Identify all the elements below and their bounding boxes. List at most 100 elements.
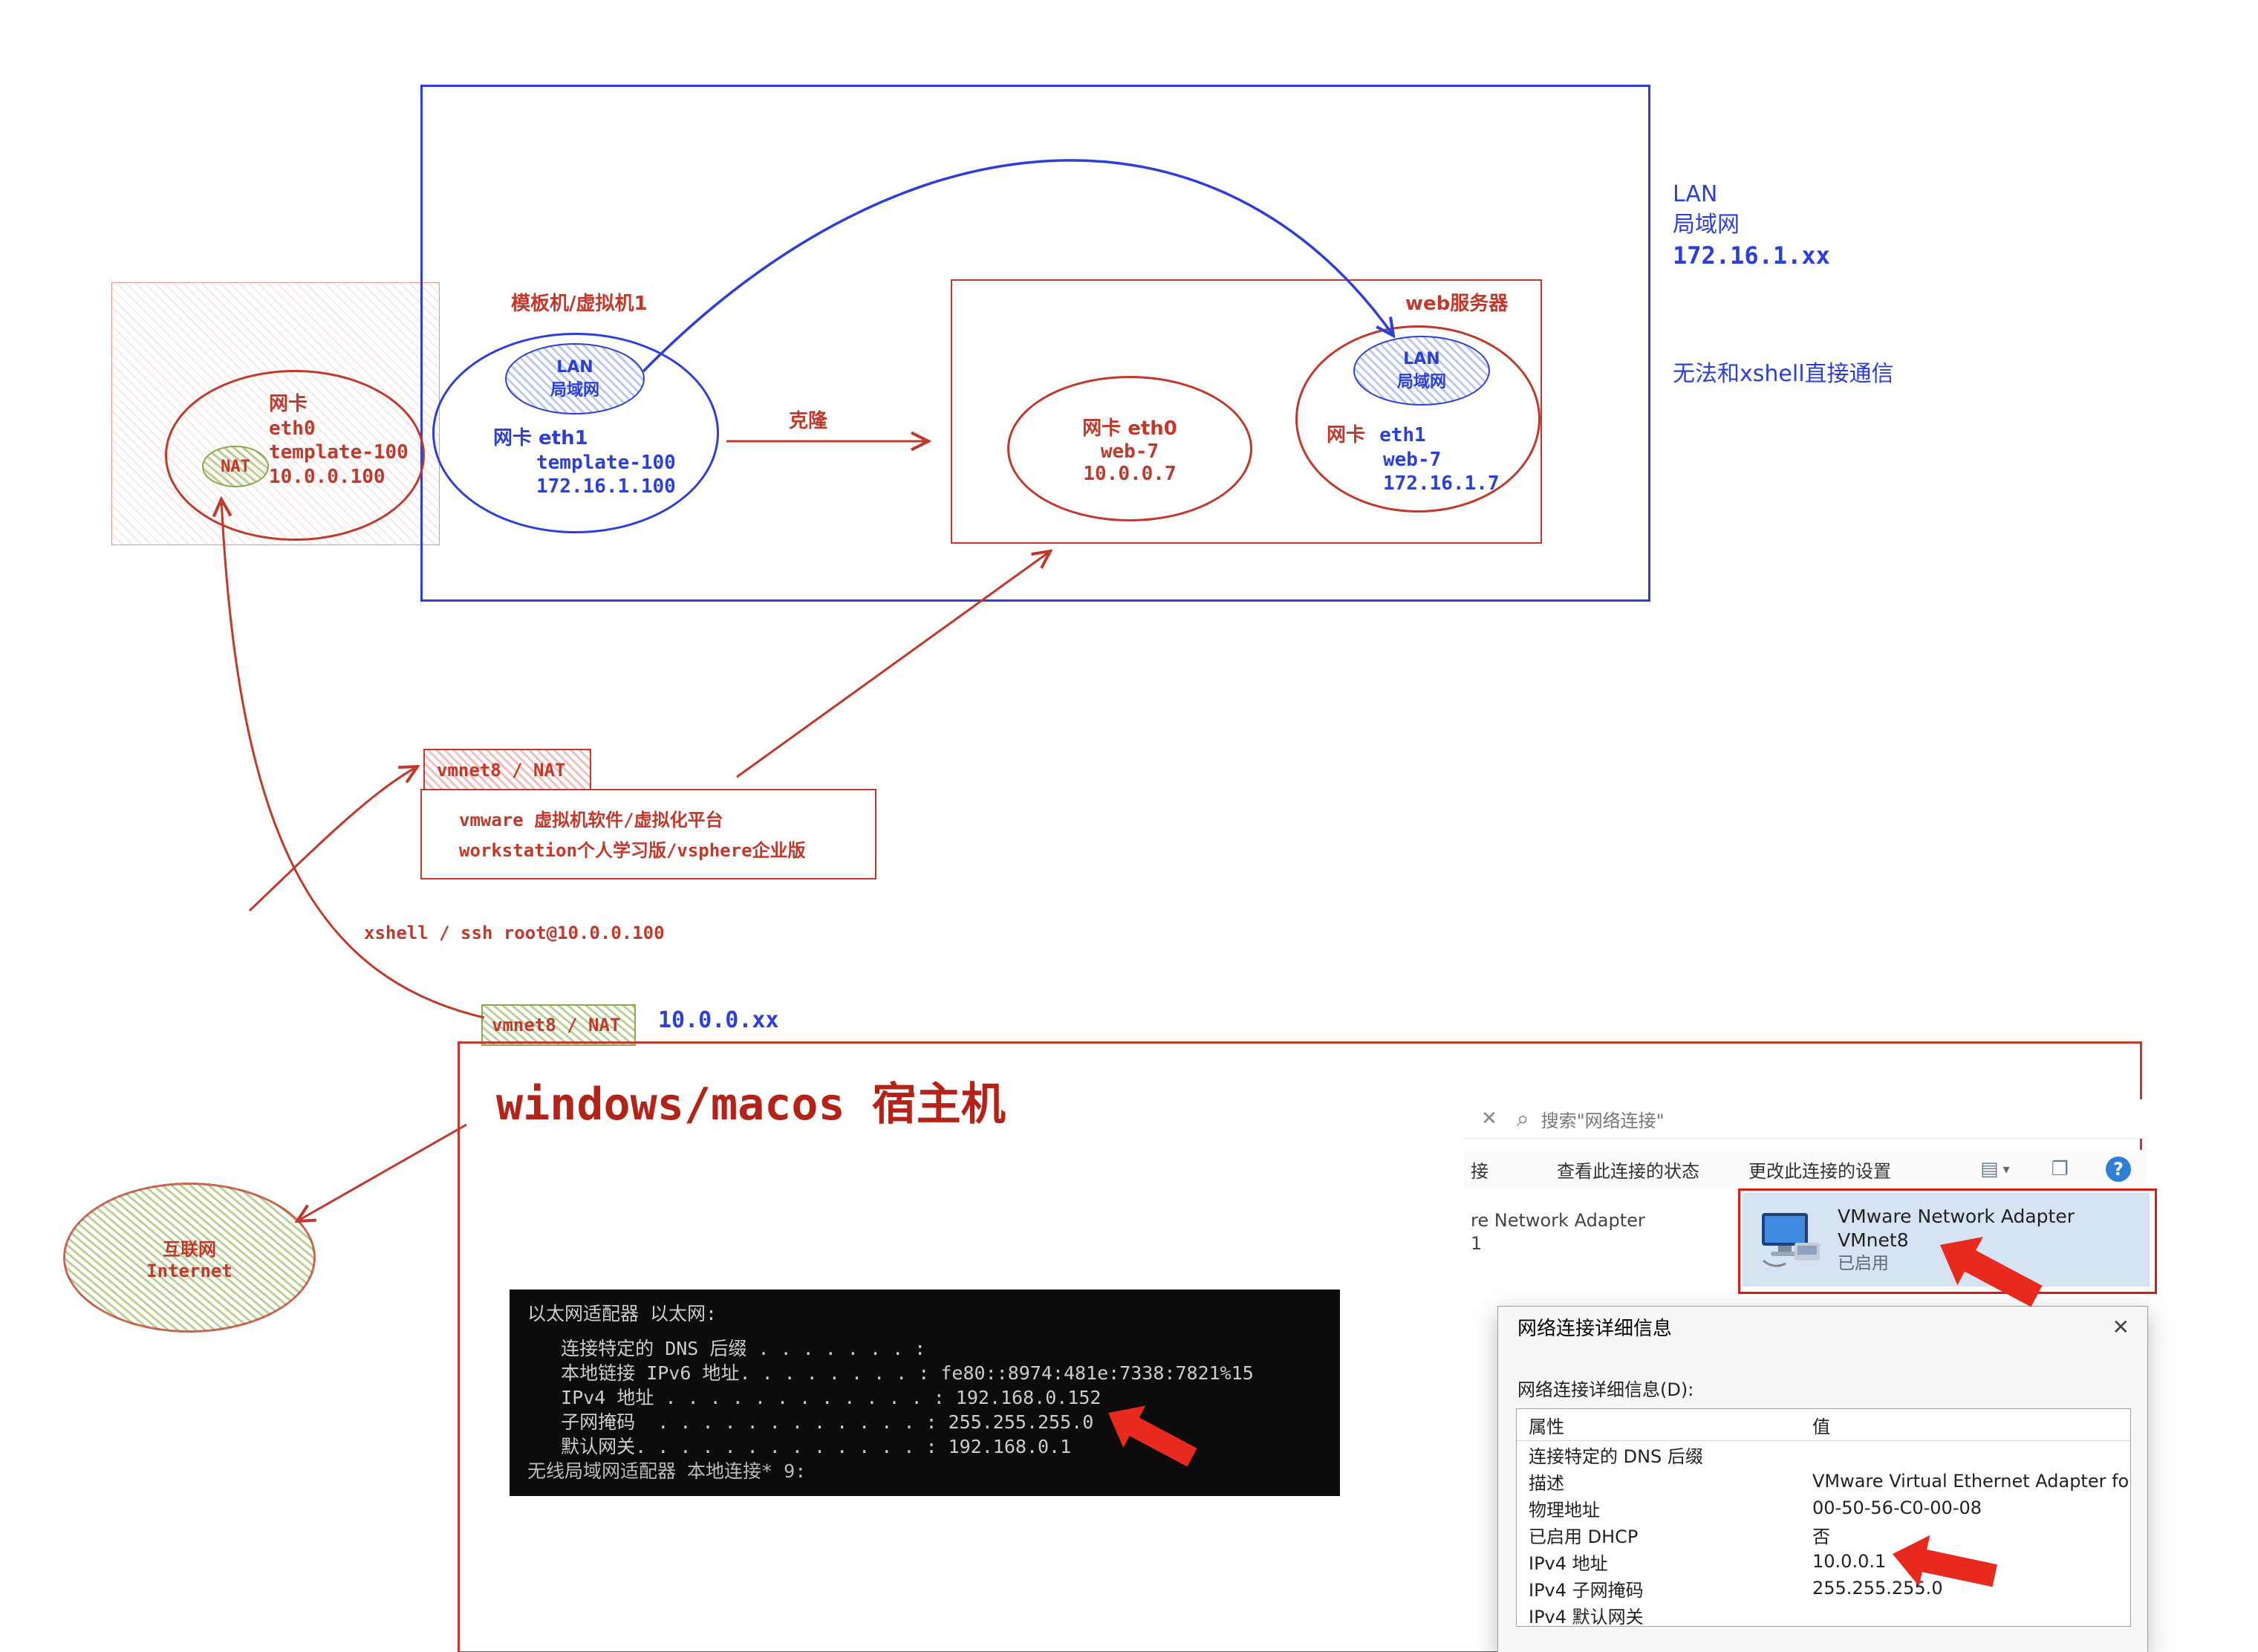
search-icon: ⌕ xyxy=(1516,1105,1529,1132)
web-server-title: web服务器 xyxy=(1405,293,1509,315)
row-val: 否 xyxy=(1812,1526,1830,1547)
window-view-icon[interactable]: ❐ xyxy=(2051,1158,2069,1180)
web-eth1-ellipse xyxy=(1295,325,1540,513)
close-icon[interactable]: ✕ xyxy=(1481,1108,1497,1130)
lan-note: LAN 局域网 172.16.1.xx xyxy=(1673,180,1830,272)
lan-note-subnet: 172.16.1.xx xyxy=(1673,241,1830,270)
lan-note-line1: LAN xyxy=(1673,181,1718,207)
terminal-line: 默认网关. . . . . . . . . . . . . : 192.168.… xyxy=(527,1436,1072,1457)
vmware-line2: workstation个人学习版/vsphere企业版 xyxy=(459,840,806,861)
row-attr: 连接特定的 DNS 后缀 xyxy=(1529,1446,1703,1467)
template-vm-ellipse xyxy=(432,333,719,533)
web-eth1-ip: 172.16.1.7 xyxy=(1383,472,1500,495)
dropdown-icon[interactable]: ▾ xyxy=(2002,1161,2010,1177)
no-direct-note: 无法和xshell直接通信 xyxy=(1673,361,1894,387)
dialog-close-icon[interactable]: ✕ xyxy=(2112,1314,2130,1339)
dialog-titlebar[interactable]: 网络连接详细信息 ✕ xyxy=(1498,1307,2147,1347)
adapter-vmnet1-partial[interactable]: re Network Adapter 1 xyxy=(1471,1209,1645,1255)
nic-eth0: eth0 xyxy=(269,417,316,440)
row-attr: IPv4 子网掩码 xyxy=(1529,1579,1644,1601)
vmware-platform-box: vmware 虚拟机软件/虚拟化平台 workstation个人学习版/vsph… xyxy=(420,789,876,879)
terminal-window: 以太网适配器 以太网: 连接特定的 DNS 后缀 . . . . . . . :… xyxy=(510,1290,1340,1496)
details-row: IPv4 子网掩码 255.255.255.0 xyxy=(1517,1575,2130,1601)
terminal-header: 以太网适配器 以太网: xyxy=(527,1303,718,1324)
search-placeholder[interactable]: 搜索"网络连接" xyxy=(1540,1110,1665,1131)
web-lan-line2: 局域网 xyxy=(1396,372,1446,391)
web-lan-line1: LAN xyxy=(1403,349,1440,368)
host-title: windows/macos 宿主机 xyxy=(496,1079,1006,1131)
row-attr: 物理地址 xyxy=(1529,1499,1600,1521)
vmnet8-tile-line2: VMnet8 xyxy=(1838,1229,1909,1252)
template-eth1-ip: 172.16.1.100 xyxy=(536,475,676,498)
vmnet8-nat-green-box: vmnet8 / NAT xyxy=(481,1004,636,1046)
template-vm-title: 模板机/虚拟机1 xyxy=(511,293,648,315)
adapter-vmnet8-tile[interactable]: VMware Network Adapter VMnet8 已启用 xyxy=(1743,1193,2150,1287)
terminal-line-ipv4: IPv4 地址 . . . . . . . . . . . . : 192.16… xyxy=(527,1387,1102,1408)
template-lan-line2: 局域网 xyxy=(550,380,599,400)
vmnet8-nat-red-label: vmnet8 / NAT xyxy=(437,760,566,781)
toolbar-view-status[interactable]: 查看此连接的状态 xyxy=(1557,1160,1699,1182)
web-lan-ellipse: LAN 局域网 xyxy=(1353,336,1490,406)
toolbar-partial-label[interactable]: 接 xyxy=(1471,1160,1488,1182)
help-icon[interactable]: ? xyxy=(2105,1157,2131,1182)
template-eth1-text: 网卡 eth1 template-100 172.16.1.100 xyxy=(493,426,676,499)
terminal-line: 本地链接 IPv6 地址. . . . . . . . : fe80::8974… xyxy=(527,1362,1254,1384)
terminal-line: 连接特定的 DNS 后缀 . . . . . . . : xyxy=(527,1338,926,1359)
vmware-line1: vmware 虚拟机软件/虚拟化平台 xyxy=(459,810,723,830)
vmnet8-nat-green-label: vmnet8 / NAT xyxy=(492,1015,621,1035)
terminal-footer: 无线局域网适配器 本地连接* 9: xyxy=(527,1460,807,1482)
network-details-dialog[interactable]: 网络连接详细信息 ✕ 网络连接详细信息(D): 属性 值 连接特定的 DNS 后… xyxy=(1497,1306,2148,1652)
row-val: 255.255.255.0 xyxy=(1812,1578,1943,1599)
dialog-field-label: 网络连接详细信息(D): xyxy=(1517,1379,1694,1400)
web-eth0-nic: 网卡 eth0 xyxy=(1082,417,1177,440)
web-eth1-text: 网卡 eth1 web-7 172.16.1.7 xyxy=(1327,423,1500,496)
host-to-internet-arrow xyxy=(297,1123,467,1221)
template-lan-line1: LAN xyxy=(556,357,593,377)
row-val: 10.0.0.1 xyxy=(1812,1551,1887,1572)
details-row: 描述 VMware Virtual Ethernet Adapter for V… xyxy=(1517,1468,2130,1495)
details-row: 连接特定的 DNS 后缀 xyxy=(1517,1441,2130,1468)
row-val: 00-50-56-C0-00-08 xyxy=(1812,1497,1982,1518)
nat-ellipse: NAT xyxy=(202,446,269,487)
web-eth0-host: web-7 xyxy=(1100,440,1159,463)
row-attr: IPv4 地址 xyxy=(1529,1552,1608,1574)
vmnet8-tile-status: 已启用 xyxy=(1838,1253,1889,1273)
network-adapter-icon xyxy=(1762,1213,1820,1267)
template-eth1-host: template-100 xyxy=(536,451,676,474)
col-attr: 属性 xyxy=(1529,1416,1564,1437)
template-eth1-nic: 网卡 eth1 xyxy=(493,427,588,449)
details-row: 已启用 DHCP 否 xyxy=(1517,1521,2130,1548)
row-attr: 已启用 DHCP xyxy=(1529,1526,1639,1547)
row-attr: 描述 xyxy=(1529,1472,1564,1494)
row-val: VMware Virtual Ethernet Adapter for VMn xyxy=(1812,1471,2130,1492)
web-eth1-host: web-7 xyxy=(1383,448,1442,471)
web-eth0-ip: 10.0.0.7 xyxy=(1083,462,1177,485)
template-lan-ellipse: LAN 局域网 xyxy=(505,343,645,414)
adapter-vmnet1-line2: 1 xyxy=(1471,1233,1483,1255)
list-view-icon[interactable]: ▤ xyxy=(1980,1158,1999,1180)
search-bar[interactable]: ✕ ⌕ 搜索"网络连接" xyxy=(1463,1099,2147,1139)
to-vmnet8-box-arrow xyxy=(248,767,417,912)
template-eth0-text: 网卡 eth0 template-100 10.0.0.100 xyxy=(269,392,409,489)
internet-line2: Internet xyxy=(146,1260,232,1281)
web-eth1-nic-word: 网卡 xyxy=(1327,424,1366,446)
internet-line1: 互联网 xyxy=(163,1238,216,1260)
col-val: 值 xyxy=(1812,1416,1830,1437)
web-eth1-name: eth1 xyxy=(1379,424,1426,446)
vmnet8-nat-red-box: vmnet8 / NAT xyxy=(423,749,591,792)
adapter-vmnet1-line1: re Network Adapter xyxy=(1471,1210,1645,1231)
terminal-blank xyxy=(527,1326,1340,1336)
details-table[interactable]: 属性 值 连接特定的 DNS 后缀 描述 VMware Virtual Ethe… xyxy=(1516,1408,2131,1627)
nat-label: NAT xyxy=(221,457,250,476)
connections-toolbar: 接 查看此连接的状态 更改此连接的设置 ▤ ▾ ❐ ? xyxy=(1463,1150,2147,1189)
dialog-title: 网络连接详细信息 xyxy=(1517,1317,1673,1340)
clone-label: 克隆 xyxy=(789,410,828,432)
nic-word: 网卡 xyxy=(269,393,308,415)
vmnet8-annotation-frame xyxy=(1738,1188,2157,1294)
toolbar-change-settings[interactable]: 更改此连接的设置 xyxy=(1748,1160,1891,1182)
details-header-row: 属性 值 xyxy=(1517,1409,2130,1441)
terminal-line: 子网掩码 . . . . . . . . . . . . : 255.255.2… xyxy=(527,1411,1094,1433)
row-attr: IPv4 默认网关 xyxy=(1529,1606,1644,1627)
nic-hostname: template-100 xyxy=(269,441,409,464)
